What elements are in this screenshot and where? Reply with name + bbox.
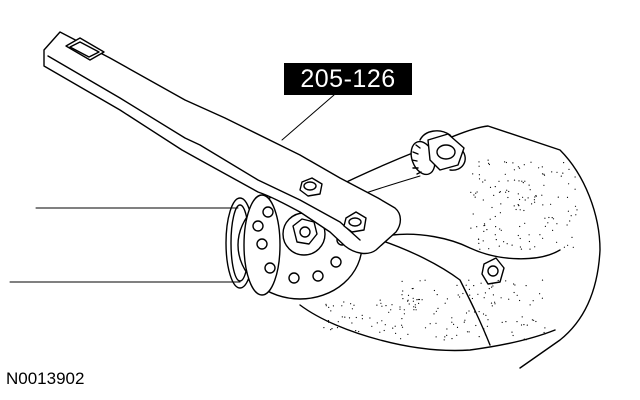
holding-tool bbox=[43, 31, 402, 255]
figure-id-label: N0013902 bbox=[6, 369, 85, 388]
knurled-nut-icon bbox=[410, 133, 465, 176]
housing-nut-icon bbox=[481, 257, 505, 285]
axle-housing bbox=[299, 125, 601, 369]
hex-nut-icon bbox=[292, 218, 318, 245]
housing-shading bbox=[323, 159, 578, 341]
tool-bolt-icon bbox=[343, 211, 367, 233]
leader-line-tool-label bbox=[281, 94, 335, 141]
tool-bolt-icon bbox=[299, 177, 323, 197]
tool-number-callout: 205-126 bbox=[284, 63, 412, 95]
leader-lines bbox=[9, 94, 335, 283]
